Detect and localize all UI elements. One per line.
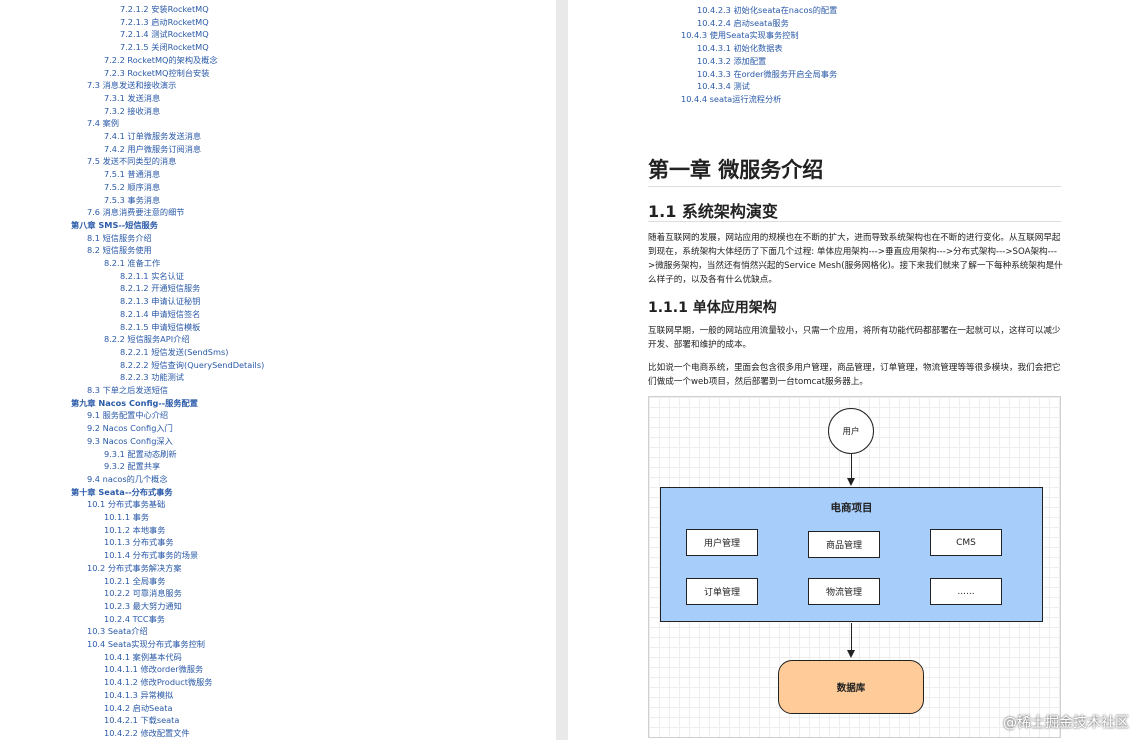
toc-entry[interactable]: 10.4.3.1 初始化数据表 bbox=[697, 43, 783, 54]
user-node: 用户 bbox=[828, 408, 874, 454]
toc-entry[interactable]: 10.1.3 分布式事务 bbox=[104, 537, 174, 548]
module-more: ...... bbox=[930, 578, 1002, 605]
toc-entry[interactable]: 7.2.1.3 启动RocketMQ bbox=[120, 16, 209, 27]
toc-entry[interactable]: 7.2.1.2 安装RocketMQ bbox=[120, 4, 209, 14]
toc-entry[interactable]: 10.4 Seata实现分布式事务控制 bbox=[87, 639, 205, 649]
paragraph-2: 比如说一个电商系统，里面会包含很多用户管理，商品管理，订单管理，物流管理等等很多… bbox=[648, 363, 1061, 387]
toc-entry[interactable]: 7.4.1 订单微服务发送消息 bbox=[104, 131, 202, 141]
toc-entry[interactable]: 9.1 服务配置中心介绍 bbox=[87, 410, 169, 421]
toc-entry[interactable]: 10.4.1.1 修改order微服务 bbox=[104, 664, 204, 675]
toc-entry[interactable]: 10.2.2 可靠消息服务 bbox=[104, 588, 182, 599]
toc-entry[interactable]: 7.5.3 事务消息 bbox=[104, 194, 161, 205]
toc-entry[interactable]: 8.2.2.2 短信查询(QuerySendDetails) bbox=[120, 359, 265, 370]
section-paragraph: 随着互联网的发展，网站应用的规模也在不断的扩大，进而导致系统架构也在不断的进行变… bbox=[648, 233, 1063, 285]
module-product-management: 商品管理 bbox=[808, 531, 880, 558]
toc-entry[interactable]: 10.4.2.4 启动seata服务 bbox=[697, 17, 789, 28]
toc-entry[interactable]: 10.4.4 seata运行流程分析 bbox=[681, 93, 782, 104]
toc-entry[interactable]: 10.3 Seata介绍 bbox=[87, 626, 148, 637]
toc-entry[interactable]: 7.6 消息消费要注意的细节 bbox=[87, 207, 185, 218]
toc-entry[interactable]: 8.2 短信服务使用 bbox=[87, 245, 152, 256]
toc-entry[interactable]: 8.2.1.5 申请短信模板 bbox=[120, 321, 201, 332]
toc-entry[interactable]: 7.5.1 普通消息 bbox=[104, 169, 161, 180]
toc-entry[interactable]: 8.2.1.2 开通短信服务 bbox=[120, 283, 201, 294]
toc-entry[interactable]: 第九章 Nacos Config--服务配置 bbox=[71, 397, 198, 408]
toc-entry[interactable]: 8.2.2.1 短信发送(SendSms) bbox=[120, 346, 229, 357]
arrow-head-user bbox=[847, 478, 855, 486]
module-user-management: 用户管理 bbox=[686, 529, 758, 556]
arrow-user-to-system bbox=[851, 454, 853, 479]
toc-entry[interactable]: 7.5.2 顺序消息 bbox=[104, 181, 161, 192]
toc-entry[interactable]: 10.4.1 案例基本代码 bbox=[104, 651, 182, 662]
toc-entry[interactable]: 9.3 Nacos Config深入 bbox=[87, 435, 173, 446]
watermark-text: @稀土掘金技术社区 bbox=[1003, 715, 1129, 731]
toc-entry[interactable]: 10.4.1.2 修改Product微服务 bbox=[104, 677, 213, 688]
toc-entry[interactable]: 7.5 发送不同类型的消息 bbox=[87, 156, 177, 167]
toc-entry[interactable]: 7.3 消息发送和接收演示 bbox=[87, 80, 177, 91]
toc-entry[interactable]: 10.2 分布式事务解决方案 bbox=[87, 562, 182, 573]
toc-entry[interactable]: 9.4 nacos的几个概念 bbox=[87, 473, 168, 484]
toc-entry[interactable]: 10.1 分布式事务基础 bbox=[87, 499, 166, 510]
toc-entry[interactable]: 10.4.3.4 测试 bbox=[697, 81, 750, 92]
toc-entry[interactable]: 10.4.3 使用Seata实现事务控制 bbox=[681, 30, 799, 41]
toc-entry[interactable]: 8.2.2 短信服务API介绍 bbox=[104, 334, 190, 345]
toc-entry[interactable]: 8.2.1.1 实名认证 bbox=[120, 270, 184, 281]
toc-entry[interactable]: 8.2.2.3 功能测试 bbox=[120, 372, 184, 383]
ecommerce-system-box: 电商项目 用户管理 商品管理 CMS 订单管理 物流管理 ...... bbox=[660, 487, 1043, 622]
arrow-system-to-db bbox=[851, 623, 853, 651]
toc-entry[interactable]: 10.4.2.1 下载seata bbox=[104, 715, 180, 726]
module-order-management: 订单管理 bbox=[686, 578, 758, 605]
toc-entry[interactable]: 10.4.2.2 修改配置文件 bbox=[104, 727, 190, 738]
arrow-head-db bbox=[847, 650, 855, 658]
toc-entry[interactable]: 10.1.4 分布式事务的场景 bbox=[104, 550, 199, 561]
toc-entry[interactable]: 8.2.1.3 申请认证秘钥 bbox=[120, 296, 201, 307]
toc-entry[interactable]: 7.2.2 RocketMQ的架构及概念 bbox=[104, 54, 218, 65]
toc-entry[interactable]: 10.2.3 最大努力通知 bbox=[104, 600, 182, 611]
module-cms: CMS bbox=[930, 529, 1002, 556]
toc-entry[interactable]: 10.2.4 TCC事务 bbox=[104, 613, 165, 624]
toc-entry[interactable]: 7.2.3 RocketMQ控制台安装 bbox=[104, 67, 210, 78]
toc-entry[interactable]: 7.2.1.4 测试RocketMQ bbox=[120, 29, 209, 40]
toc-entry[interactable]: 7.2.1.5 关闭RocketMQ bbox=[120, 42, 209, 53]
toc-entry[interactable]: 8.3 下单之后发送短信 bbox=[87, 385, 169, 395]
module-logistics-management: 物流管理 bbox=[808, 578, 880, 605]
right-page: 10.4.2.3 初始化seata在nacos的配置 10.4.2.4 启动sea… bbox=[568, 0, 1137, 740]
toc-entry[interactable]: 9.3.1 配置动态刷新 bbox=[104, 448, 177, 459]
toc-entry[interactable]: 10.4.2 启动Seata bbox=[104, 702, 173, 713]
section-title: 1.1 系统架构演变 bbox=[648, 202, 778, 221]
toc-entry[interactable]: 7.3.2 接收消息 bbox=[104, 105, 161, 116]
toc-entry[interactable]: 8.2.1 准备工作 bbox=[104, 258, 161, 268]
toc-entry[interactable]: 10.2.1 全局事务 bbox=[104, 575, 166, 586]
toc-entry[interactable]: 8.1 短信服务介绍 bbox=[87, 232, 152, 243]
toc-entry[interactable]: 9.3.2 配置共享 bbox=[104, 461, 161, 472]
toc-entry[interactable]: 9.2 Nacos Config入门 bbox=[87, 423, 173, 434]
toc-entry[interactable]: 10.4.2.3 初始化seata在nacos的配置 bbox=[697, 5, 838, 15]
toc-entry[interactable]: 7.4 案例 bbox=[87, 118, 119, 129]
toc-entry[interactable]: 8.2.1.4 申请短信签名 bbox=[120, 308, 201, 319]
database-node: 数据库 bbox=[778, 660, 924, 714]
left-page: 7.2.1.2 安装RocketMQ 7.2.1.3 启动RocketMQ 7.2.… bbox=[0, 0, 556, 740]
toc-entry[interactable]: 7.3.1 发送消息 bbox=[104, 92, 161, 103]
toc-entry[interactable]: 第八章 SMS--短信服务 bbox=[71, 219, 158, 230]
paragraph-1: 互联网早期，一般的网站应用流量较小，只需一个应用，将所有功能代码都部署在一起就可… bbox=[648, 326, 1061, 350]
toc-entry[interactable]: 第十章 Seata--分布式事务 bbox=[71, 486, 173, 497]
chapter-title: 第一章 微服务介绍 bbox=[648, 158, 824, 182]
toc-entry[interactable]: 10.4.1.3 异常模拟 bbox=[104, 689, 174, 700]
toc-entry[interactable]: 10.4.3.2 添加配置 bbox=[697, 55, 767, 66]
chapter-title-rule bbox=[648, 186, 1061, 187]
toc-entry[interactable]: 7.4.2 用户微服务订阅消息 bbox=[104, 143, 202, 154]
toc-entry[interactable]: 10.1.2 本地事务 bbox=[104, 524, 166, 535]
section-title-rule bbox=[648, 221, 1061, 222]
architecture-diagram: 用户 电商项目 用户管理 商品管理 CMS 订单管理 物流管理 ...... 数… bbox=[648, 396, 1061, 738]
toc-entry[interactable]: 10.4.3.3 在order微服务开启全局事务 bbox=[697, 68, 838, 79]
subsection-title: 1.1.1 单体应用架构 bbox=[648, 300, 777, 316]
toc-entry[interactable]: 10.1.1 事务 bbox=[104, 512, 150, 522]
system-title: 电商项目 bbox=[830, 502, 873, 514]
